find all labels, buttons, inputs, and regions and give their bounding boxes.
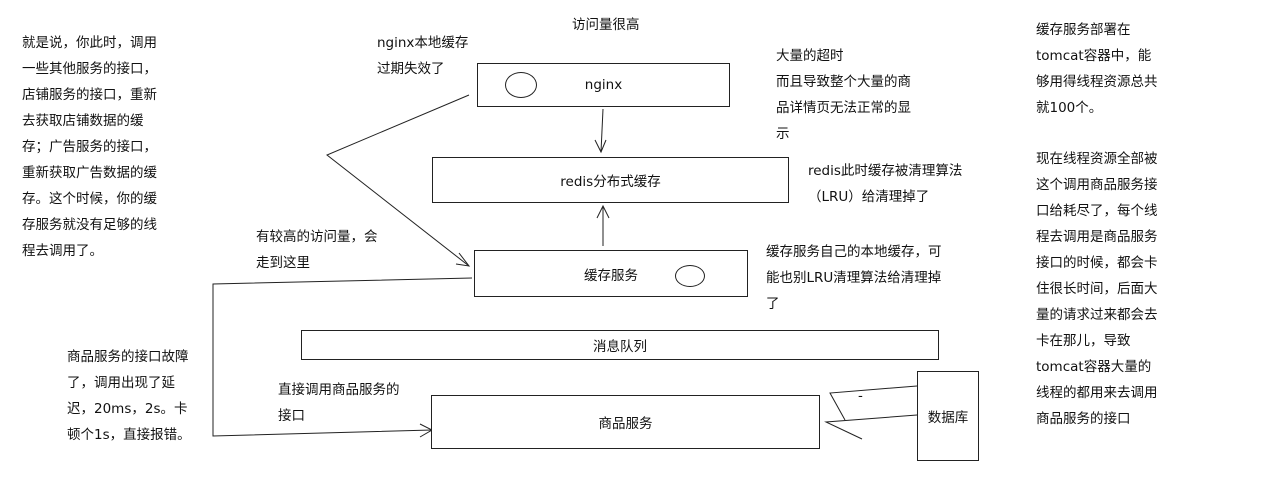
cache-local-circle — [675, 265, 705, 287]
arrowhead-v — [455, 252, 471, 267]
note-high-traffic: 有较高的访问量，会走到这里 — [256, 229, 378, 271]
product-service-label: 商品服务 — [598, 416, 653, 432]
note-direct-call: 直接调用商品服务的接口 — [278, 382, 400, 424]
note-timeout: 大量的超时而且导致整个大量的商 品详情页无法正常的显示 — [776, 48, 911, 142]
database-box: 数据库 — [917, 371, 979, 461]
cache-service-label: 缓存服务 — [584, 267, 638, 284]
arrow-db-to-product-bottom — [824, 414, 918, 440]
diagram-title: 访问量很高 — [572, 17, 640, 33]
arrow-cache-to-product — [212, 277, 473, 437]
note-nginx-expired: nginx本地缓存过期失效了 — [377, 35, 469, 77]
note-right-bottom: 现在线程资源全部被这个调用商品服务接 口给耗尽了，每个线程去调用是商品服务 接口… — [1036, 151, 1158, 427]
product-service-box: 商品服务 — [431, 395, 820, 449]
nginx-label: nginx — [584, 77, 623, 93]
arrow-nginx-note-to-cache — [326, 94, 470, 267]
note-product-fault: 商品服务的接口故障了，调用出现了延 迟，20ms，2s。卡顿个1s，直接报错。 — [67, 349, 191, 443]
note-local-cache: 缓存服务自己的本地缓存，可能也别LRU清理算法给清理掉了 — [766, 244, 942, 312]
note-left-top: 就是说，你此时，调用一些其他服务的接口，店铺服务的接口，重新 去获取店铺数据的缓… — [22, 35, 157, 259]
arrowhead-nginx-redis — [594, 139, 607, 154]
message-queue-label: 消息队列 — [593, 339, 647, 355]
arrowhead-cache-redis — [596, 204, 610, 219]
nginx-cache-circle — [505, 72, 537, 98]
message-queue-box: 消息队列 — [301, 330, 939, 360]
nginx-box: nginx — [477, 63, 730, 107]
arrow-nginx-to-redis — [600, 108, 604, 153]
redis-label: redis分布式缓存 — [560, 174, 661, 190]
cache-service-box: 缓存服务 — [474, 250, 748, 297]
note-redis-cleared: redis此时缓存被清理算法（LRU）给清理掉了 — [808, 163, 963, 205]
arrow-db-to-product-top — [829, 385, 918, 421]
redis-box: redis分布式缓存 — [432, 157, 789, 203]
note-dash: - — [858, 388, 863, 404]
database-label: 数据库 — [927, 410, 969, 426]
